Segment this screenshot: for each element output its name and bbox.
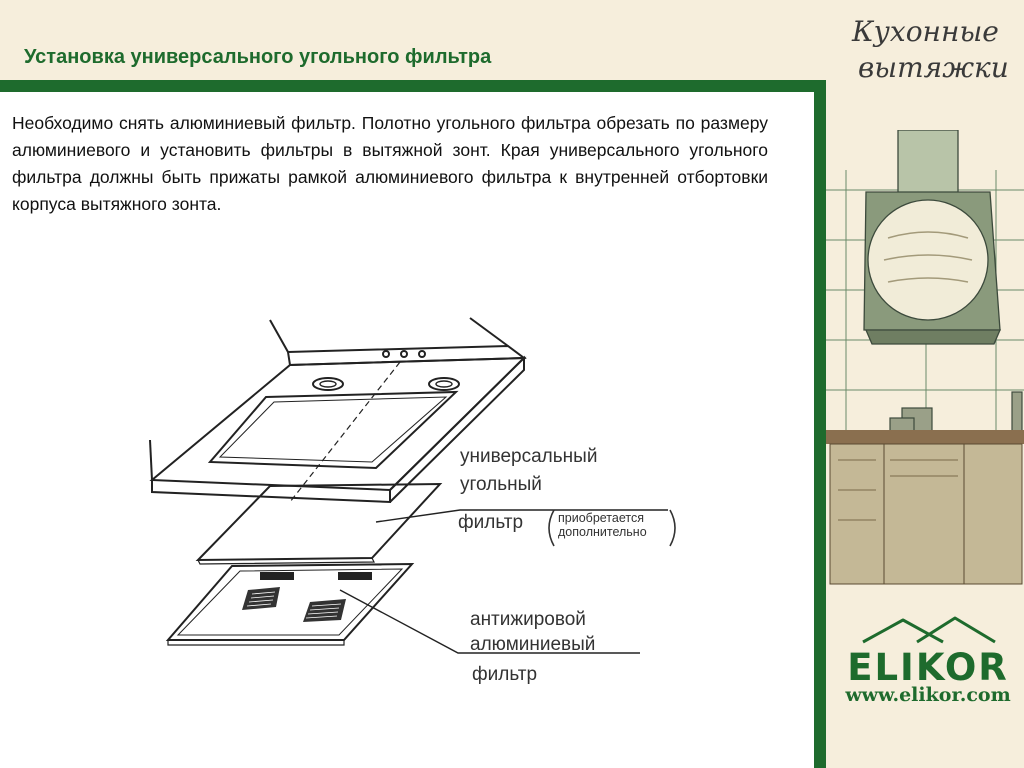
elikor-logo: ELIKOR [847, 646, 1009, 689]
charcoal-label-line1: универсальный [460, 446, 597, 467]
grease-label-line1: антижировой [470, 609, 586, 630]
charcoal-label-line3: фильтр [458, 512, 523, 533]
purchase-note-line2: дополнительно [558, 525, 647, 539]
instruction-text: Необходимо снять алюминиевый фильтр. Пол… [12, 113, 768, 214]
kitchen-hood-illustration [826, 130, 1024, 585]
website-url[interactable]: www.elikor.com [845, 684, 1011, 706]
grease-label-line2: алюминиевый [470, 634, 595, 655]
filter-installation-diagram: универсальный угольный фильтр приобретае… [149, 317, 676, 685]
slide-title: Установка универсального угольного фильт… [24, 46, 492, 68]
brand-script-line2: вытяжки [858, 51, 1009, 84]
brand-script-line1: Кухонные [852, 15, 999, 48]
grease-label-line3: фильтр [472, 664, 537, 685]
content-panel [0, 92, 814, 768]
vertical-divider [814, 92, 826, 768]
charcoal-label-line2: угольный [460, 474, 542, 495]
brand-script: Кухонные вытяжки [852, 14, 1009, 86]
purchase-note-line1: приобретается [558, 511, 644, 525]
header-divider [0, 80, 826, 92]
elikor-logo-roof [862, 616, 996, 644]
